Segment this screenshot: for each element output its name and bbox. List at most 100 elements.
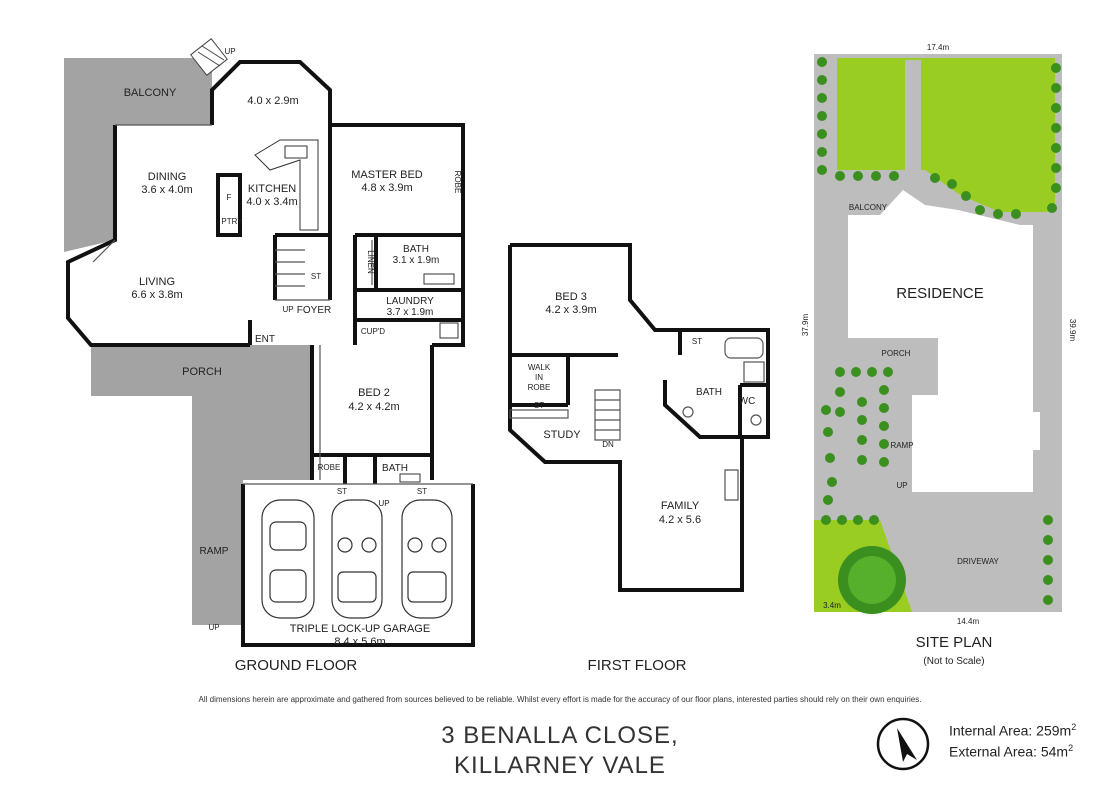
external-area-label: External Area: 54m [949,743,1069,760]
gf-bath-label: BATH [403,244,429,255]
first-floor-title: FIRST FLOOR [588,657,687,674]
site-ramp-label: RAMP [890,441,913,450]
laundry-tub [439,322,459,339]
site-plan-subtitle: (Not to Scale) [923,656,984,667]
site-trees [817,57,1061,614]
site-right-dim: 39.9m [1068,319,1077,342]
ff-st2-label: ST [692,337,702,346]
gf-master-bed-dim: 4.8 x 3.9m [361,182,412,194]
ground-floor-plan: BALCONY 4.0 x 2.9m DINING 3.6 x 4.0m KIT… [64,38,475,674]
disclaimer: All dimensions herein are approximate an… [198,695,922,704]
internal-area-sup: 2 [1071,722,1077,732]
site-driveway-label: DRIVEWAY [957,557,999,566]
gf-laundry-label: LAUNDRY [386,296,434,307]
gf-garage-wall [241,484,475,647]
gf-bed2-dim: 4.2 x 4.2m [348,401,399,413]
site-top-dim: 17.4m [927,43,950,52]
gf-garage-dim: 8.4 x 5.6m [334,636,385,648]
ff-bed3-label: BED 3 [555,291,587,303]
gf-up-label: UP [282,305,293,314]
garage-car-3 [401,499,453,619]
gf-interior-4 [216,173,242,237]
internal-area: Internal Area: 259m2 [949,722,1076,739]
gf-kitchen-label: KITCHEN [248,183,296,195]
garage-car-1 [261,499,315,619]
porch-area [91,345,310,480]
ff-walkin-1: WALK [528,363,551,372]
residence-footprint [848,190,1040,492]
gf-linen-label: LINEN [366,250,375,274]
kitchen-sink [284,145,308,159]
gf-porch-label: PORCH [182,366,222,378]
site-bottom-dim: 14.4m [957,617,980,626]
site-path [905,60,921,170]
site-corner-dim: 3.4m [823,601,841,610]
gf-master-robe-label: ROBE [453,171,462,194]
gf-fridge-label: F [227,193,232,202]
gf-bed2-wall [310,345,434,480]
kitchen-bench [254,139,319,231]
gf-up-garage-label: UP [378,499,389,508]
gf-bath-dim: 3.1 x 1.9m [393,255,440,266]
ff-walkin-2: IN [535,373,543,382]
ff-st-label: ST [534,401,544,410]
address-line-1: 3 BENALLA CLOSE, [441,722,679,749]
site-porch-label: PORCH [882,349,911,358]
garage-car-2 [331,499,383,619]
site-residence-label: RESIDENCE [896,285,984,302]
ground-floor-title: GROUND FLOOR [235,657,358,674]
gf-dining-label: DINING [148,171,187,183]
ff-bed3-wall [510,243,682,355]
gf-garage-label: TRIPLE LOCK-UP GARAGE [290,623,430,635]
gf-laundry-dim: 3.7 x 1.9m [387,307,434,318]
gf-robe2-label: ROBE [318,463,341,472]
ff-bed3-dim: 4.2 x 3.9m [545,304,596,316]
site-plan: 17.4m 37.9m 39.9m 14.4m 3.4m BALCONY RES… [801,43,1077,667]
ff-study-label: STUDY [543,429,581,441]
gf-store-label: ST [311,272,321,281]
bath-vanity [423,273,455,285]
gf-dining-dim: 3.6 x 4.0m [141,184,192,196]
first-floor-plan: BED 3 4.2 x 3.9m WALK IN ROBE ST ST STUD… [508,243,770,674]
gf-up-balcony-label: UP [224,47,235,56]
gf-pantry-label: PTRY [221,217,243,226]
ff-family-dim: 4.2 x 5.6 [659,514,701,526]
gf-master-wall [330,123,465,240]
gf-interior-1 [275,125,463,300]
external-area-sup: 2 [1068,743,1074,753]
ff-family-label: FAMILY [661,500,700,512]
north-arrow-icon [876,717,930,771]
ff-west-wall [508,245,744,592]
gf-entry-label: ENT [255,334,275,345]
gf-living-dim: 6.6 x 3.8m [131,289,182,301]
ramp-area [192,455,270,625]
site-lawn [837,58,1055,212]
ff-wc-label: WC [739,396,756,407]
gf-kitchen-nook [210,60,332,125]
gf-bed2-label: BED 2 [358,387,390,399]
gf-outer-wall-west [66,125,250,347]
gf-foyer-label: FOYER [297,305,331,316]
gf-kitchen-dim: 4.0 x 3.4m [246,196,297,208]
ff-interior [510,353,768,437]
gf-east-wall [432,240,465,347]
gf-up-ramp-label: UP [208,623,219,632]
gf-st-b-label: ST [417,487,427,496]
gf-foyer-wall [248,235,277,345]
address-line-2: KILLARNEY VALE [454,752,666,779]
site-big-tree-canopy [848,556,896,604]
gf-ramp-label: RAMP [200,546,229,557]
gf-cupboard-label: CUP'D [361,327,385,336]
gf-interior-3 [312,453,432,484]
ff-walkin-3: ROBE [528,383,551,392]
gf-interior-2 [353,235,463,345]
site-left-dim: 37.9m [801,314,810,337]
site-balcony-label: BALCONY [849,203,888,212]
gf-master-bed-label: MASTER BED [351,169,423,181]
external-area: External Area: 54m2 [949,743,1073,760]
gf-balcony-label: BALCONY [124,87,177,99]
balcony-area [64,58,212,252]
bath2-vanity [399,473,421,483]
ff-dn-label: DN [602,440,614,449]
